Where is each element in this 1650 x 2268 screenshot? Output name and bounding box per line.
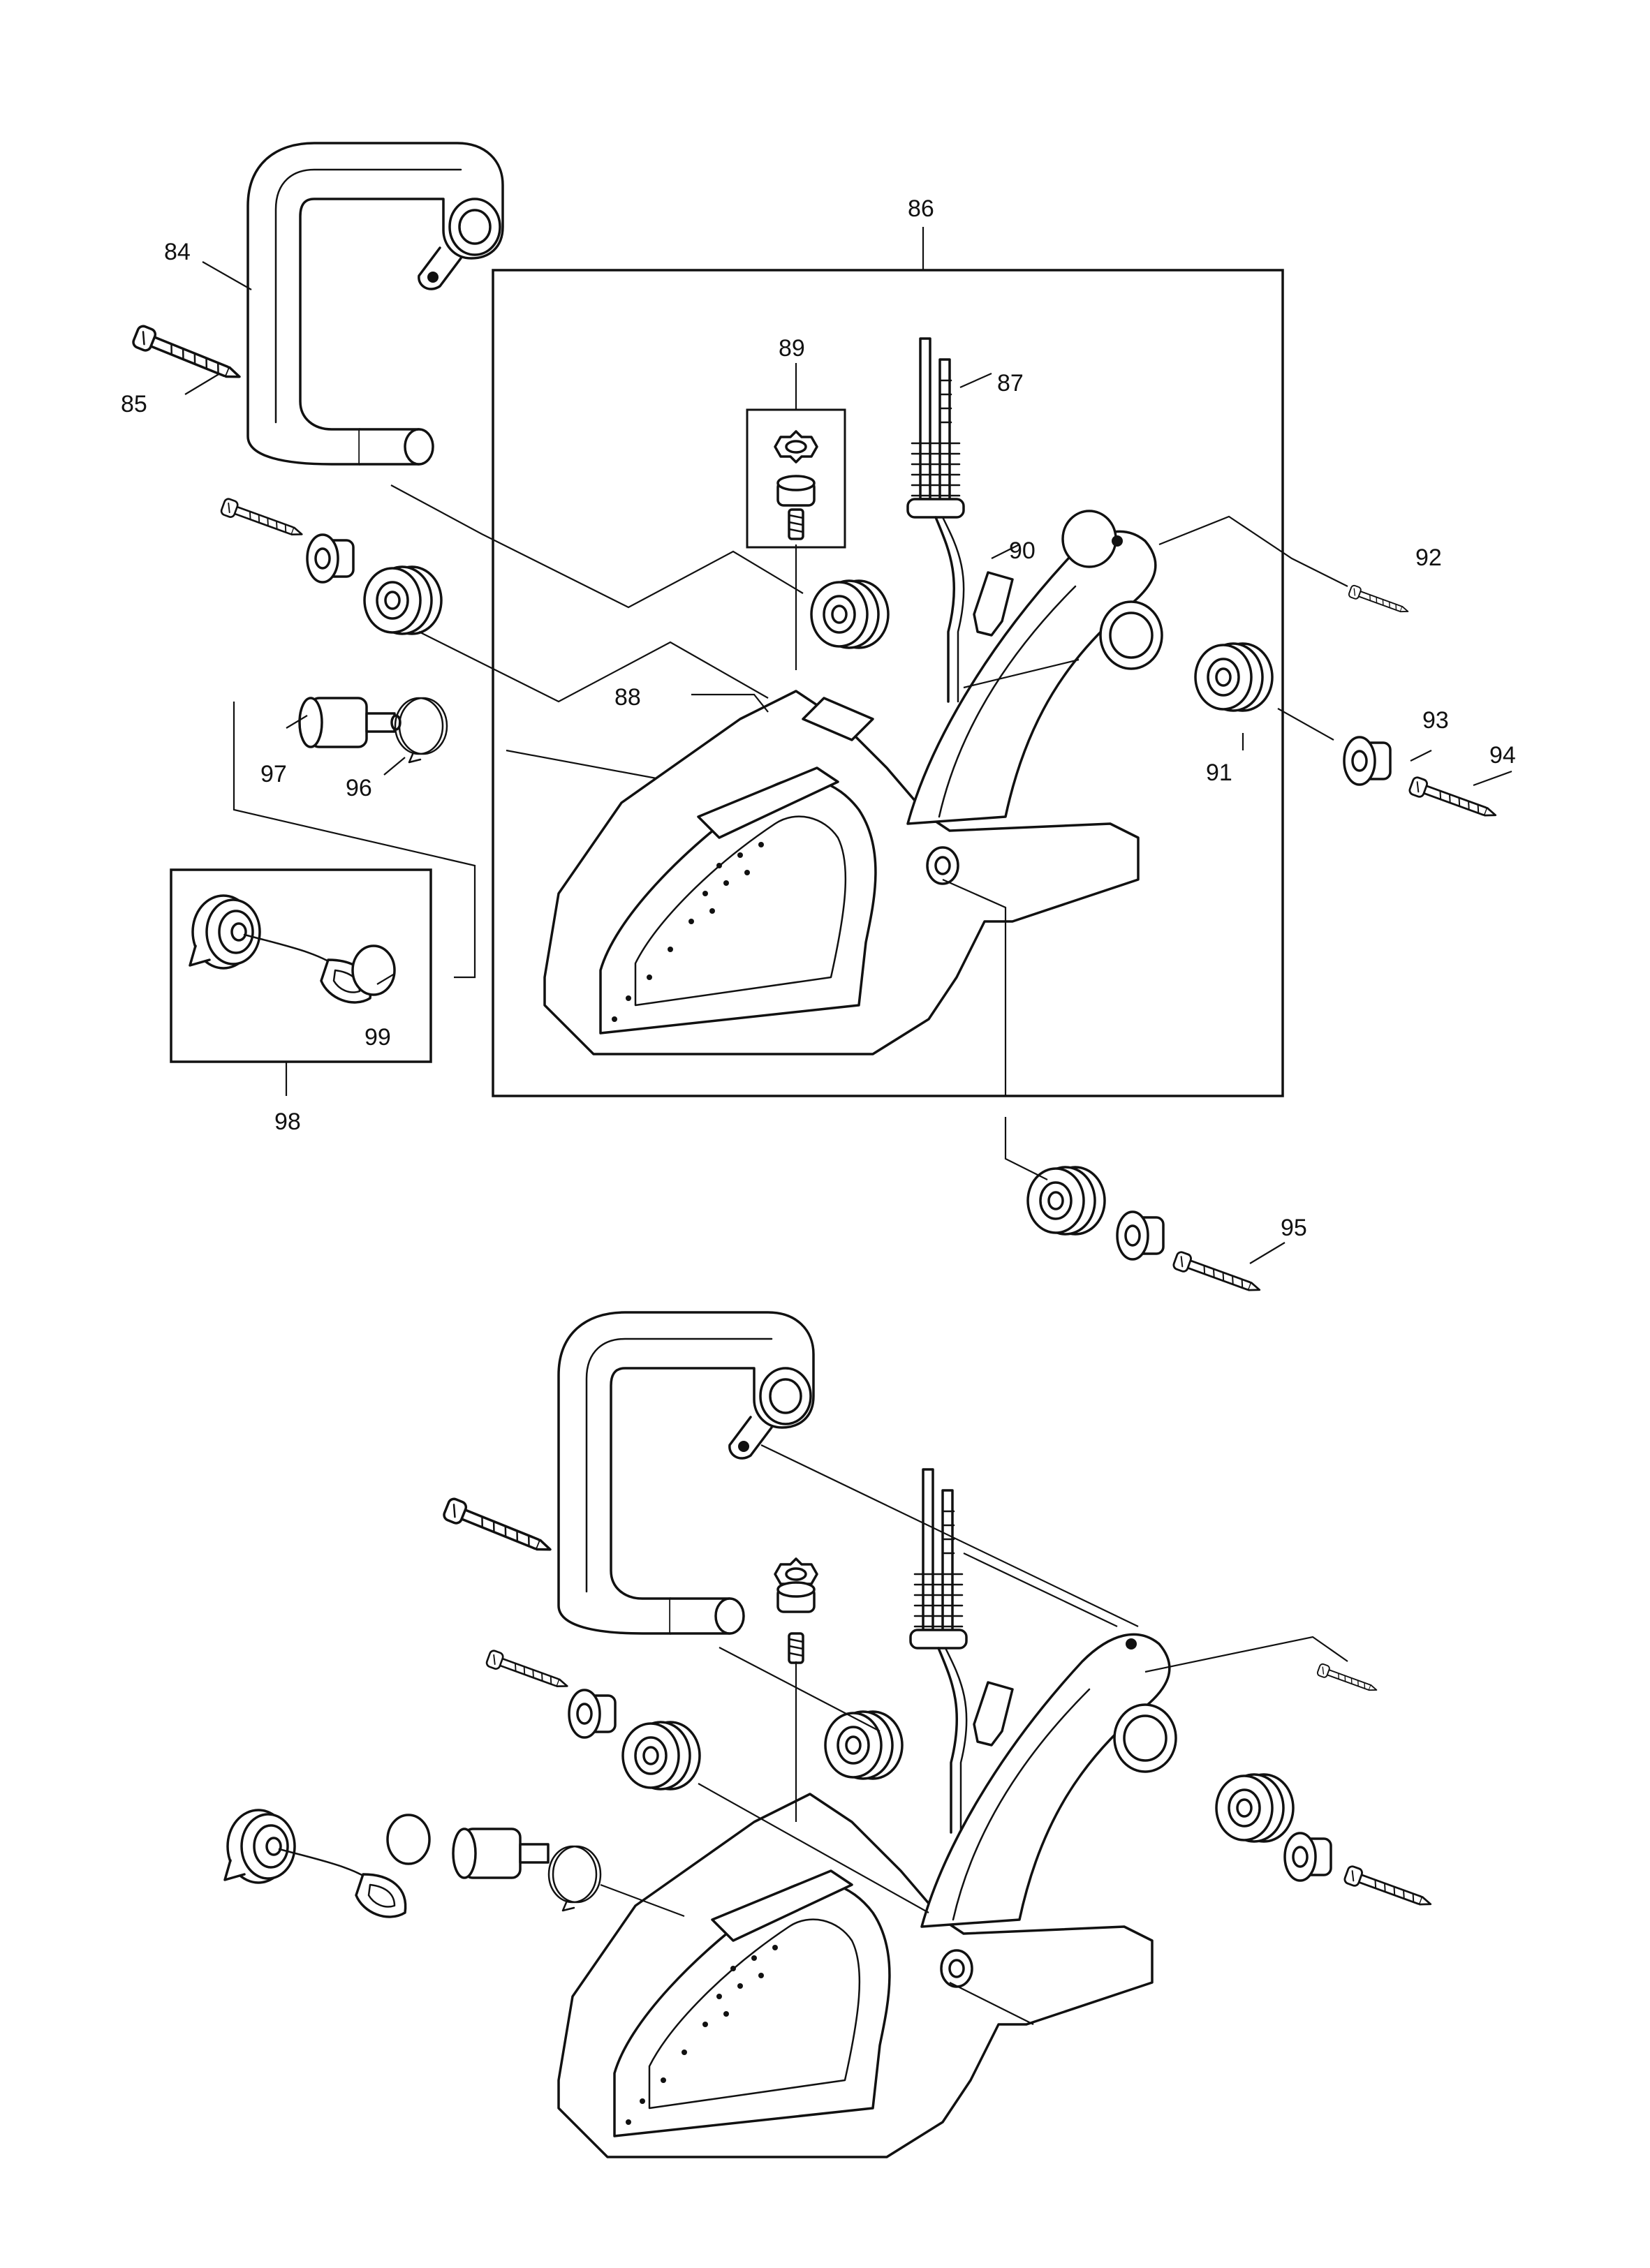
label-87: 87 [997, 370, 1024, 396]
label-84: 84 [164, 239, 191, 265]
label-90: 90 [1009, 538, 1036, 564]
o-ring-icon [351, 944, 396, 996]
hose-clamp-icon [547, 1845, 602, 1912]
label-98: 98 [274, 1109, 301, 1135]
rubber-damper-icon [621, 1721, 701, 1791]
rear-handle-housing-icon [543, 510, 1163, 1055]
front-handle-icon [557, 1311, 815, 1635]
label-93: 93 [1422, 707, 1449, 734]
assembly-86-frame [492, 269, 1284, 1097]
rubber-damper-icon [1026, 1166, 1106, 1236]
screw-icon [1407, 775, 1500, 825]
label-97: 97 [260, 761, 287, 787]
screw-icon [1316, 1662, 1380, 1697]
clip-icon [973, 571, 1014, 637]
fuel-cap-icon [223, 1809, 407, 1918]
screw-icon [1347, 584, 1411, 618]
throttle-cable-icon [906, 337, 965, 703]
cylinder-cap-icon [776, 475, 816, 507]
screw-icon [441, 1496, 556, 1562]
spring-icon [788, 508, 804, 540]
label-94: 94 [1489, 742, 1516, 769]
screw-icon [219, 496, 306, 543]
label-95: 95 [1281, 1215, 1307, 1241]
label-85: 85 [121, 391, 147, 417]
front-handle-icon [246, 142, 504, 466]
top-exploded-view [130, 142, 1512, 1300]
label-88: 88 [614, 684, 641, 711]
cap-assembly-98-frame [170, 868, 432, 1063]
bushing-icon [568, 1689, 617, 1739]
o-ring-icon [386, 1814, 431, 1865]
rubber-damper-icon [810, 579, 890, 649]
rear-handle-housing-icon [557, 1633, 1177, 2158]
screw-icon [1342, 1864, 1435, 1914]
bushing-icon [1343, 736, 1392, 786]
rubber-damper-icon [824, 1710, 904, 1780]
label-99: 99 [364, 1024, 391, 1051]
star-washer-icon [774, 430, 818, 464]
callout-labels: 84 85 86 87 88 89 90 91 92 93 94 95 96 9… [121, 195, 1516, 1241]
throttle-cable-icon [909, 1468, 968, 1834]
label-91: 91 [1206, 759, 1232, 786]
label-89: 89 [779, 335, 805, 362]
label-92: 92 [1415, 544, 1442, 571]
label-86: 86 [908, 195, 934, 222]
label-96: 96 [346, 775, 372, 801]
spring-icon [788, 1632, 804, 1664]
cylinder-cap-icon [776, 1581, 816, 1613]
screw-icon [130, 323, 245, 389]
bushing-icon [1283, 1832, 1332, 1882]
bushing-icon [1116, 1210, 1165, 1261]
clip-icon [973, 1681, 1014, 1747]
hose-clamp-icon [394, 697, 448, 764]
bushing-icon [306, 533, 355, 584]
fuel-filter-icon [298, 697, 402, 748]
screw-icon [485, 1648, 571, 1695]
fuel-cap-icon [189, 894, 372, 1004]
rubber-damper-icon [1215, 1773, 1295, 1843]
screw-icon [1171, 1250, 1264, 1300]
fuel-filter-icon [452, 1828, 550, 1879]
rubber-damper-icon [1194, 642, 1274, 712]
bottom-exploded-view [223, 1311, 1435, 2158]
rubber-damper-icon [363, 565, 443, 635]
